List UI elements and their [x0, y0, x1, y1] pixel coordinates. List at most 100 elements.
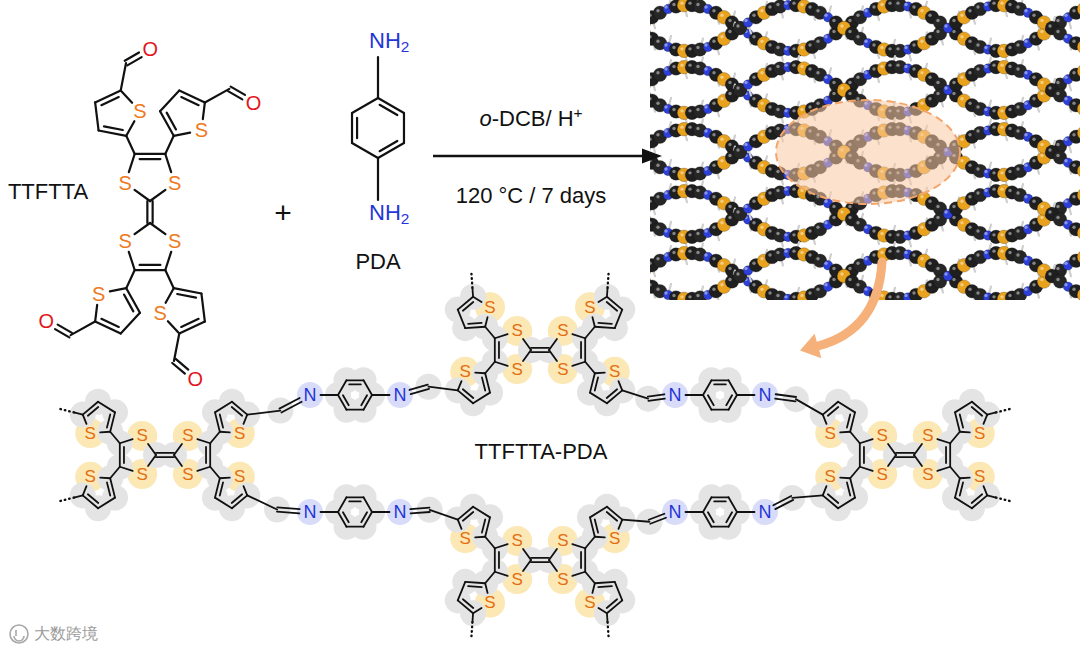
bond-line — [584, 548, 586, 572]
bond-line — [83, 486, 87, 495]
sphere-highlight — [944, 272, 947, 275]
bond-line — [850, 467, 860, 478]
sphere-highlight — [1008, 251, 1011, 254]
bond-line — [607, 302, 617, 311]
sphere-highlight — [1000, 1, 1003, 4]
sphere-highlight — [736, 24, 739, 27]
bond-line — [572, 572, 585, 576]
sphere-highlight — [1072, 257, 1075, 260]
bond-line — [987, 412, 996, 414]
sphere-highlight — [992, 249, 995, 252]
sphere-highlight — [1072, 102, 1075, 105]
sphere-highlight — [768, 191, 771, 194]
bond-line — [210, 467, 220, 478]
sphere-highlight — [984, 3, 987, 6]
sphere-highlight — [992, 125, 995, 128]
bond-line — [99, 130, 127, 135]
bond-line — [523, 560, 531, 571]
subscript: 2 — [401, 38, 410, 55]
bond-line — [220, 431, 230, 433]
bond-line — [580, 552, 582, 568]
sphere-highlight — [704, 191, 707, 194]
sphere-highlight — [1008, 189, 1011, 192]
chemical-bonds — [55, 53, 1012, 640]
bond-line — [135, 153, 166, 155]
sphere-highlight — [808, 43, 811, 46]
sphere-highlight — [760, 71, 763, 74]
sphere-highlight — [1072, 71, 1075, 74]
atom-label: S — [168, 173, 181, 193]
sphere-highlight — [928, 200, 931, 203]
sphere-highlight — [880, 294, 883, 297]
sphere-highlight — [784, 63, 787, 66]
bond-line — [494, 338, 496, 362]
sphere-highlight — [1000, 125, 1003, 128]
bond-line — [244, 415, 248, 424]
atom-label: S — [92, 284, 105, 304]
sphere-highlight — [944, 210, 947, 213]
bond-line — [98, 402, 115, 413]
bond-line — [174, 333, 179, 360]
sphere-highlight — [728, 30, 731, 33]
sphere-highlight — [672, 65, 675, 68]
bond-line — [281, 402, 301, 413]
atom-label: S — [85, 425, 96, 442]
bond-line — [475, 536, 485, 538]
sphere-highlight — [816, 40, 819, 43]
sphere-highlight — [1064, 97, 1067, 100]
bond-line — [960, 414, 963, 427]
sphere-highlight — [848, 267, 851, 270]
bond-line — [95, 305, 97, 322]
sphere-highlight — [1000, 249, 1003, 252]
bond-line — [129, 154, 135, 172]
sphere-highlight — [904, 232, 907, 235]
bond-line — [703, 497, 712, 512]
bond-line — [950, 467, 960, 478]
atom-blob — [536, 337, 562, 363]
bond-line — [364, 512, 373, 527]
sphere-highlight — [968, 71, 971, 74]
sphere-highlight — [920, 195, 923, 198]
italic-part: o — [479, 107, 491, 132]
sphere-highlight — [776, 127, 779, 130]
atom-blob — [662, 499, 688, 525]
sphere-highlight — [728, 92, 731, 95]
sphere-highlight — [984, 232, 987, 235]
bond-line — [585, 362, 595, 373]
atom-blob — [70, 482, 96, 508]
sphere-highlight — [744, 205, 747, 208]
bond-line — [498, 552, 500, 568]
atom-sphere — [1077, 164, 1080, 178]
sphere-highlight — [904, 3, 907, 6]
sphere-highlight — [696, 251, 699, 254]
sphere-highlight — [768, 105, 771, 108]
sphere-highlight — [672, 251, 675, 254]
sphere-highlight — [936, 30, 939, 33]
subscript: 2 — [401, 210, 410, 227]
bond-line — [372, 511, 390, 513]
sphere-highlight — [944, 86, 947, 89]
sphere-highlight — [904, 294, 907, 297]
bond-line — [135, 223, 150, 234]
sphere-highlight — [1072, 288, 1075, 291]
sphere-highlight — [1056, 92, 1059, 95]
atom-label: S — [609, 363, 620, 380]
sphere-highlight — [840, 24, 843, 27]
bond-line — [277, 507, 299, 509]
bond-line — [343, 512, 349, 522]
sphere-highlight — [920, 102, 923, 105]
atom-label: S — [557, 532, 568, 549]
bond-line — [686, 394, 704, 396]
bond-line — [156, 456, 174, 458]
sphere-highlight — [1024, 288, 1027, 291]
bond-line — [372, 394, 390, 396]
bond-line — [74, 495, 83, 497]
bond-line — [686, 511, 704, 513]
sphere-highlight — [712, 257, 715, 260]
bond-line — [531, 351, 549, 353]
bond-line — [847, 482, 850, 495]
sphere-highlight — [888, 233, 891, 236]
reaction-arrow — [433, 155, 646, 158]
bond-line — [100, 477, 110, 479]
atom-label: S — [609, 530, 620, 547]
